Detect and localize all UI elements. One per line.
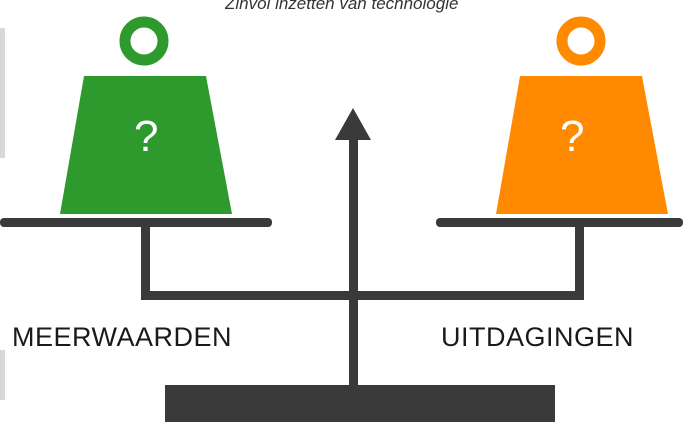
left-weight-icon [60, 16, 232, 214]
arrow-up-icon [335, 108, 371, 140]
background-heading-fragment: Zinvol inzetten van technologie [225, 0, 459, 13]
left-tray [0, 218, 272, 227]
left-drop [141, 222, 150, 300]
scale-pole [349, 135, 358, 387]
scale-connector [141, 291, 584, 300]
slide-remnant-bar-top [0, 28, 5, 158]
slide-remnant-bar-bottom [0, 350, 5, 400]
right-label: UITDAGINGEN [441, 322, 635, 352]
right-drop [575, 222, 584, 300]
left-question-mark: ? [134, 112, 159, 161]
right-weight-icon [496, 16, 668, 214]
scale-base [165, 385, 555, 422]
right-tray [436, 218, 683, 227]
right-question-mark: ? [560, 112, 585, 161]
left-label: MEERWAARDEN [12, 322, 233, 352]
